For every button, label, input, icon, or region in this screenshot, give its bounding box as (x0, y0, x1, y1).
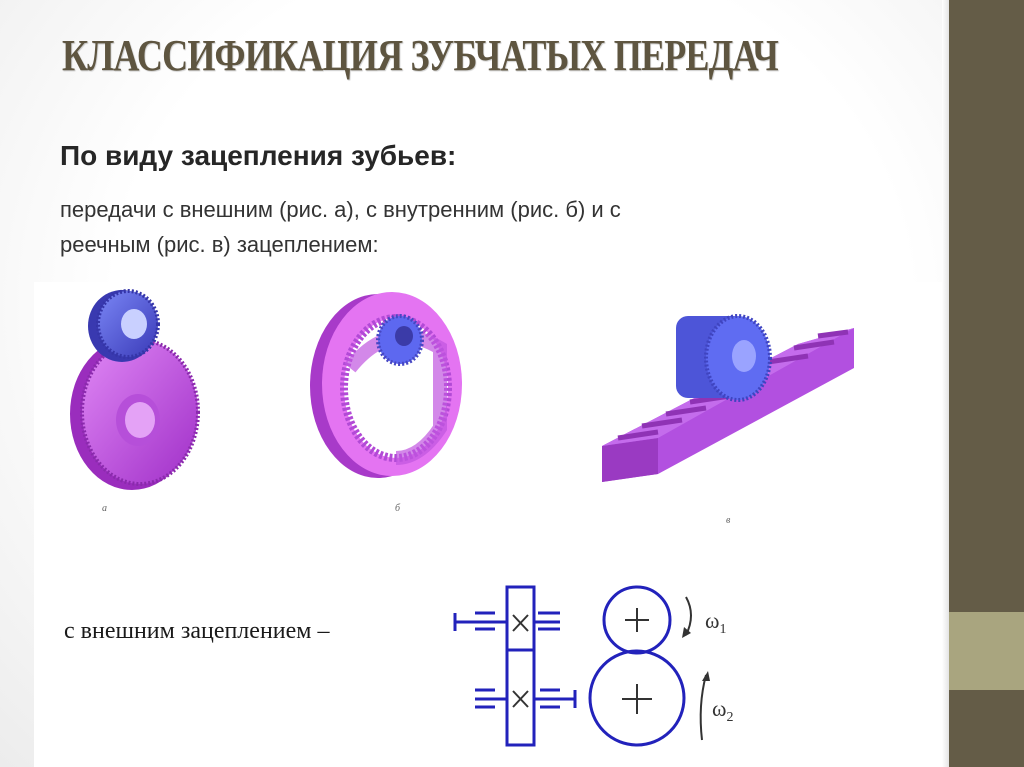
internal-ring-gear-icon (310, 292, 462, 478)
slide-subtitle: По виду зацепления зубьев: (60, 140, 457, 171)
side-edge (942, 0, 949, 767)
external-gear-pair-icon (70, 289, 200, 490)
rotation-arrow-2-icon (699, 674, 707, 741)
side-decor-accent (949, 612, 1024, 690)
figure-label-a: а (102, 503, 107, 514)
schematic-label: с внешним зацеплением – (64, 618, 330, 644)
body-line-2: реечным (рис. в) зацеплением: (60, 232, 379, 257)
body-line-1: передачи с внешним (рис. а), с внутренни… (60, 197, 621, 222)
rack-pinion-icon (602, 314, 854, 482)
gear-schematic-diagram: ω1 ω2 (453, 585, 733, 747)
figure-label-b: б (395, 503, 401, 514)
omega-1: ω1 (705, 608, 726, 637)
rotation-arrow-1-icon (685, 596, 692, 636)
body-text: передачи с внешним (рис. а), с внутренни… (60, 192, 820, 262)
slide-title: КЛАССИФИКАЦИЯ ЗУБЧАТЫХ ПЕРЕДАЧ (62, 31, 779, 80)
figure-label-c: в (726, 515, 731, 526)
omega-2: ω2 (712, 696, 733, 725)
